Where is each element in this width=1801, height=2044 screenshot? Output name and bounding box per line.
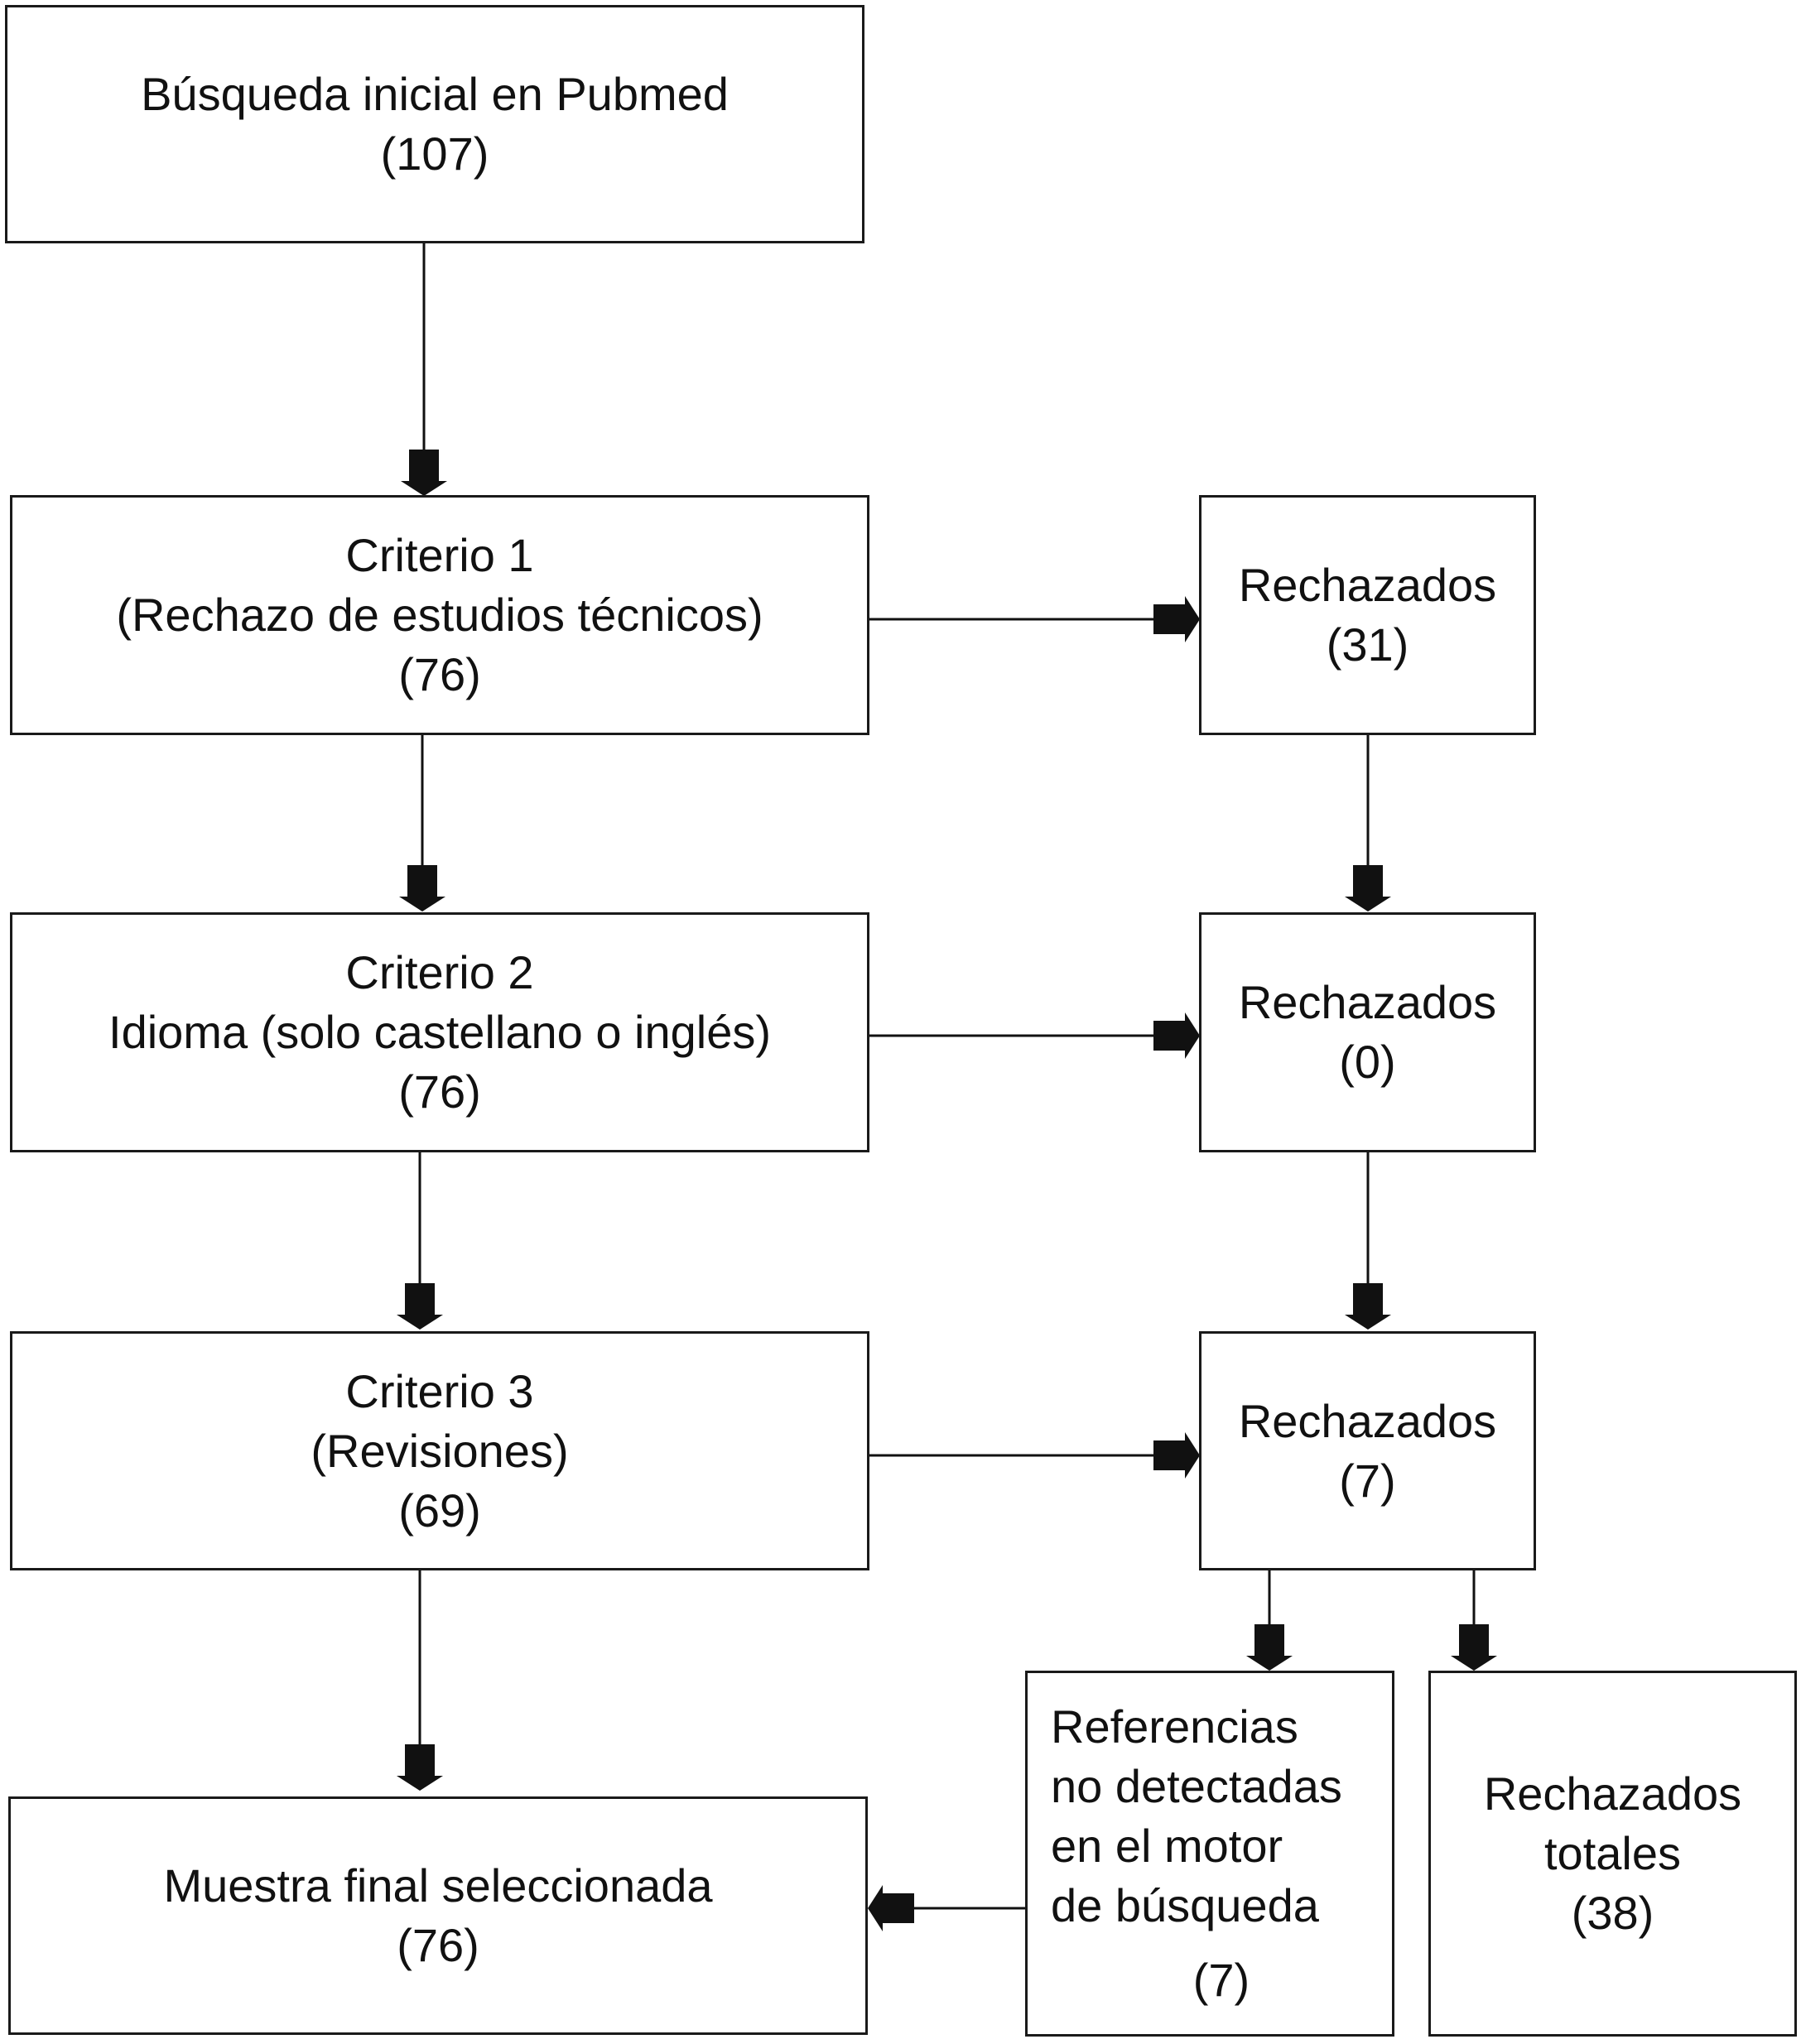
total-rejected-box: Rechazados totales (38) bbox=[1428, 1671, 1797, 2037]
rejected-1-count: (31) bbox=[1326, 618, 1409, 671]
arrow-down-icon bbox=[397, 1744, 443, 1791]
criterion-2-count: (76) bbox=[398, 1065, 481, 1118]
arrow-down-icon bbox=[399, 865, 445, 911]
criterion-3-count: (69) bbox=[398, 1484, 481, 1537]
arrow-right-icon bbox=[1153, 1012, 1200, 1059]
criterion-1-title: Criterio 1 bbox=[345, 529, 534, 581]
rejected-3-box: Rechazados (7) bbox=[1199, 1331, 1536, 1570]
initial-search-count: (107) bbox=[380, 127, 489, 180]
undetected-references-line-4: de búsqueda bbox=[1051, 1879, 1319, 1931]
criterion-3-box: Criterio 3 (Revisiones) (69) bbox=[10, 1331, 869, 1570]
undetected-references-count: (7) bbox=[1192, 1954, 1250, 2006]
arrow-down-icon bbox=[401, 450, 447, 496]
criterion-2-box: Criterio 2 Idioma (solo castellano o ing… bbox=[10, 912, 869, 1152]
rejected-3-title: Rechazados bbox=[1238, 1394, 1497, 1447]
criterion-2-title: Criterio 2 bbox=[345, 946, 534, 998]
criterion-3-title: Criterio 3 bbox=[345, 1364, 534, 1417]
undetected-references-box: Referencias no detectadas en el motor de… bbox=[1025, 1671, 1394, 2037]
total-rejected-line-1: Rechazados bbox=[1483, 1767, 1742, 1820]
criterion-3-description: (Revisiones) bbox=[311, 1424, 569, 1477]
final-sample-title: Muestra final seleccionada bbox=[163, 1859, 713, 1912]
initial-search-title: Búsqueda inicial en Pubmed bbox=[141, 68, 729, 120]
criterion-2-description: Idioma (solo castellano o inglés) bbox=[108, 1006, 771, 1058]
arrow-down-icon bbox=[1246, 1624, 1293, 1671]
rejected-3-count: (7) bbox=[1339, 1454, 1396, 1507]
rejected-2-title: Rechazados bbox=[1238, 976, 1497, 1028]
total-rejected-line-2: totales bbox=[1544, 1827, 1681, 1879]
arrow-right-icon bbox=[1153, 596, 1200, 642]
rejected-1-title: Rechazados bbox=[1238, 559, 1497, 611]
arrow-down-icon bbox=[1345, 865, 1391, 911]
arrow-right-icon bbox=[1153, 1432, 1200, 1479]
initial-search-box: Búsqueda inicial en Pubmed (107) bbox=[5, 5, 864, 243]
criterion-1-count: (76) bbox=[398, 648, 481, 700]
final-sample-box: Muestra final seleccionada (76) bbox=[8, 1796, 868, 2035]
arrow-down-icon bbox=[397, 1283, 443, 1330]
arrow-left-icon bbox=[868, 1885, 914, 1931]
arrow-down-icon bbox=[1345, 1283, 1391, 1330]
undetected-references-line-2: no detectadas bbox=[1051, 1760, 1342, 1812]
rejected-2-count: (0) bbox=[1339, 1036, 1396, 1088]
criterion-1-box: Criterio 1 (Rechazo de estudios técnicos… bbox=[10, 495, 869, 735]
arrow-down-icon bbox=[1451, 1624, 1497, 1671]
rejected-1-box: Rechazados (31) bbox=[1199, 495, 1536, 735]
undetected-references-line-3: en el motor bbox=[1051, 1820, 1283, 1872]
rejected-2-box: Rechazados (0) bbox=[1199, 912, 1536, 1152]
total-rejected-count: (38) bbox=[1571, 1887, 1654, 1939]
criterion-1-description: (Rechazo de estudios técnicos) bbox=[116, 589, 763, 641]
final-sample-count: (76) bbox=[397, 1919, 479, 1971]
undetected-references-line-1: Referencias bbox=[1051, 1700, 1298, 1753]
